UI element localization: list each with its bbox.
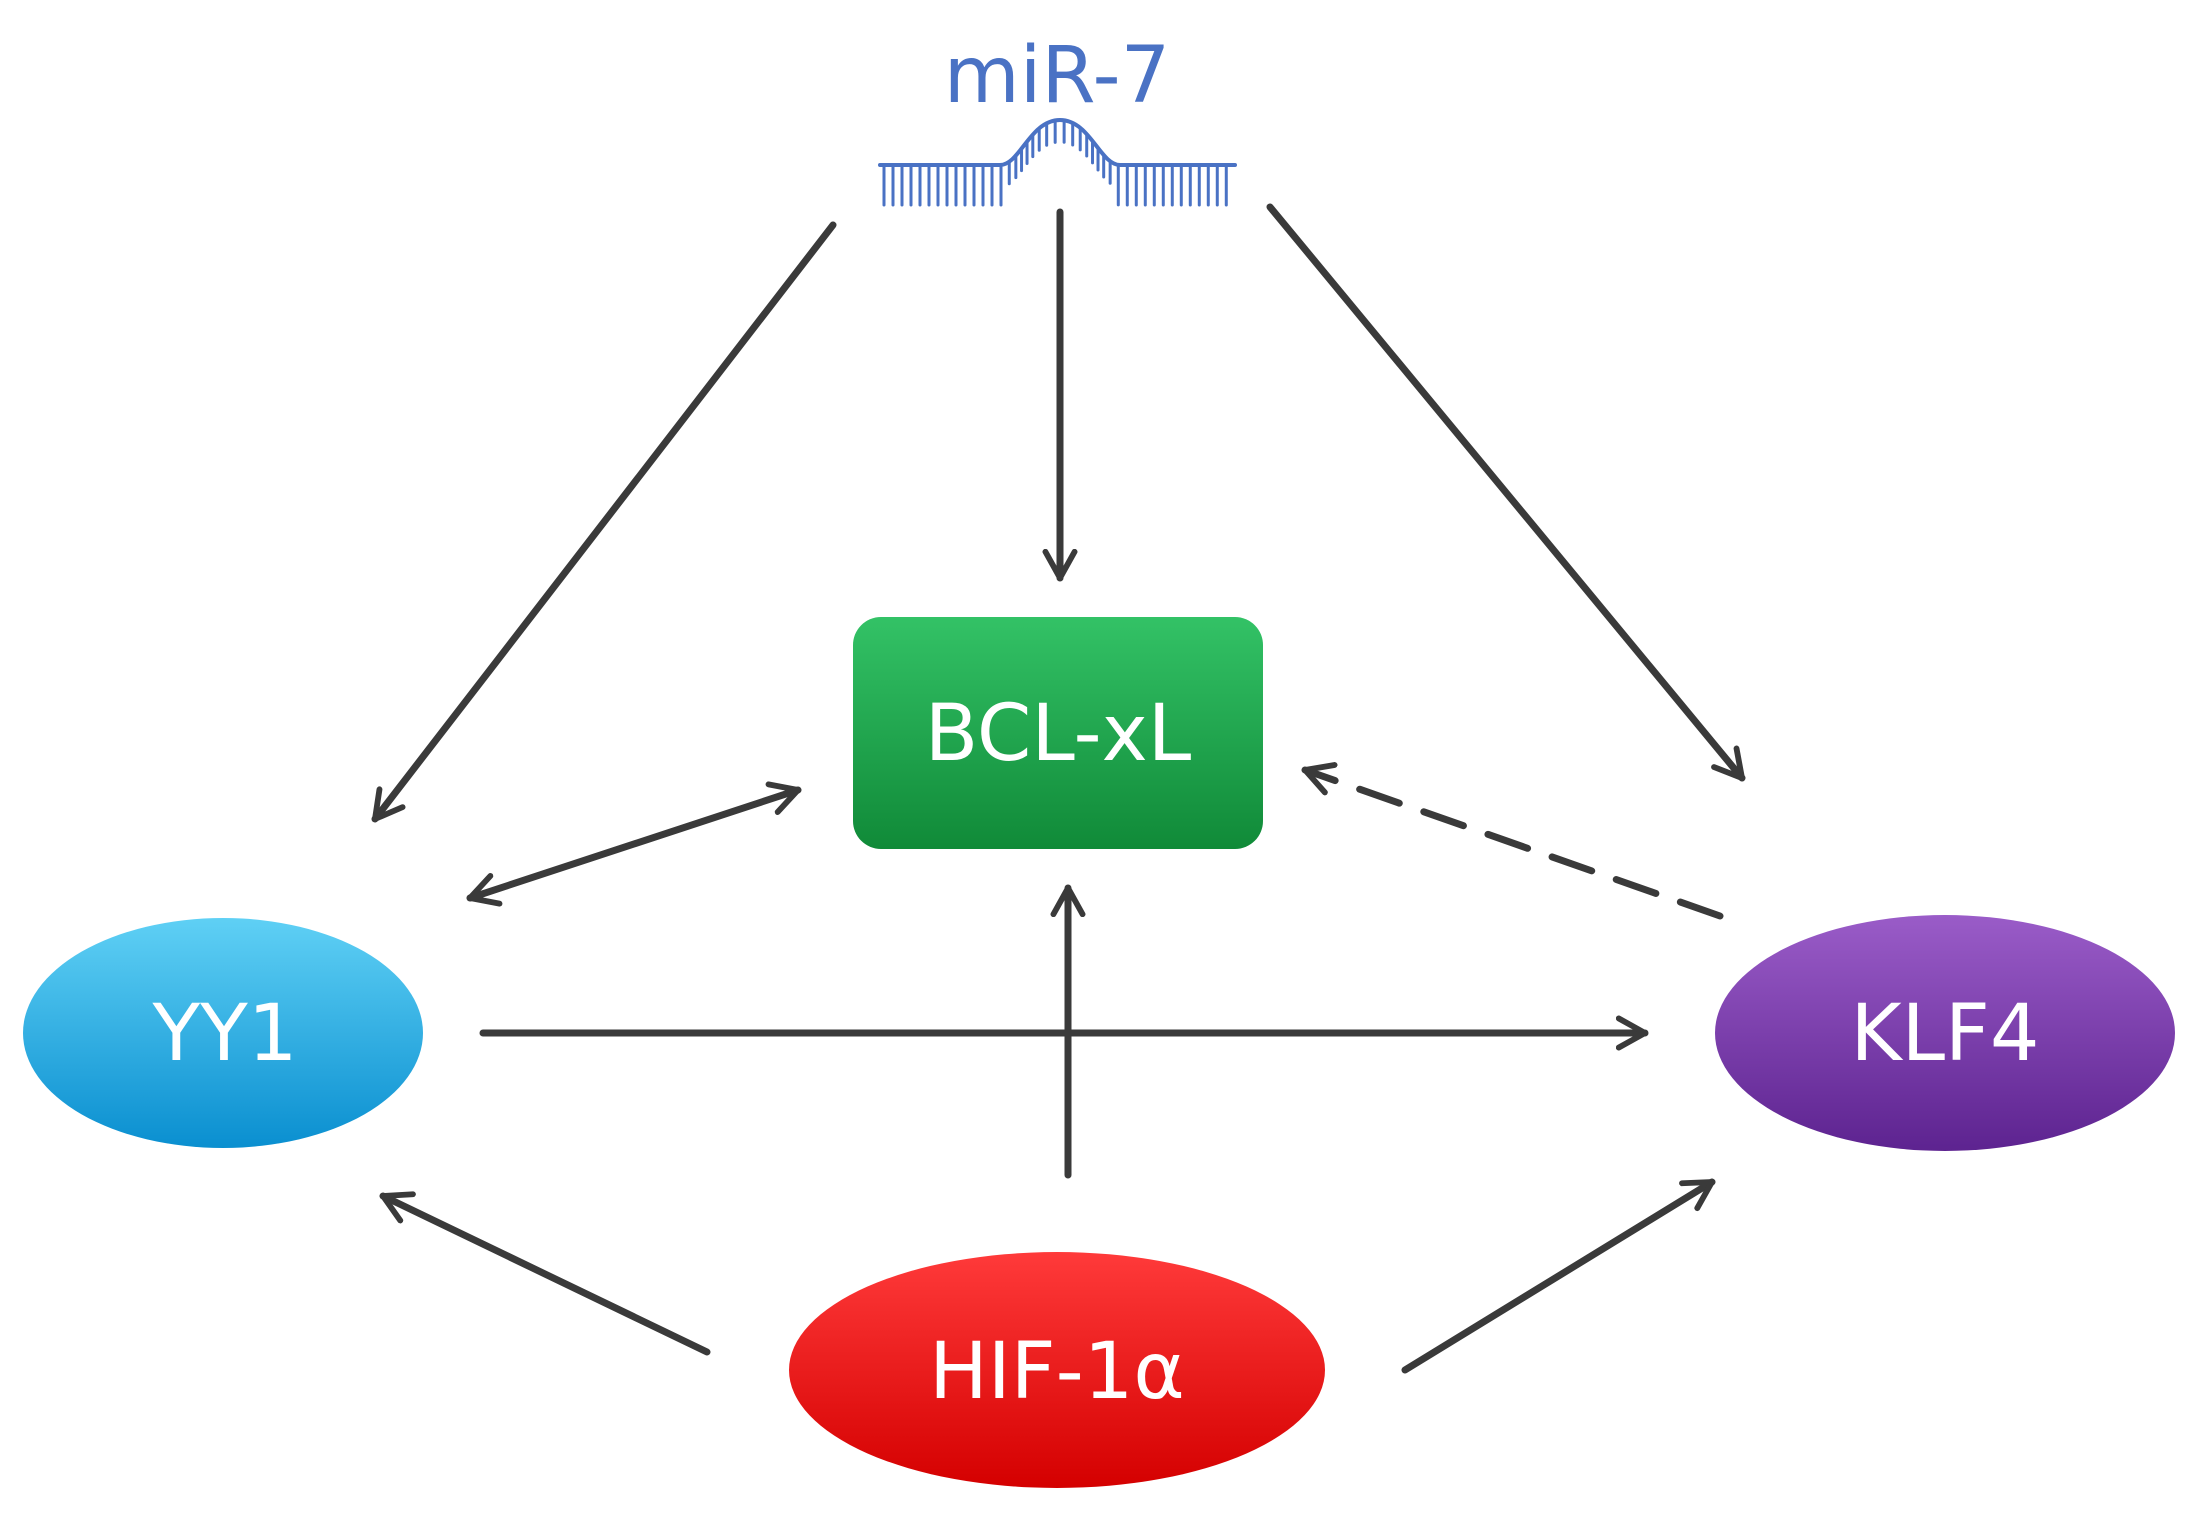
klf4-ellipse	[1715, 915, 2175, 1151]
edge-hif1a-to-klf4	[1401, 1178, 1716, 1374]
node-mir7: miR-7	[878, 31, 1237, 207]
mir7-label: miR-7	[944, 31, 1170, 121]
node-hif1a: HIF-1α	[789, 1252, 1325, 1488]
edge-hif1a-to-yy1	[379, 1191, 711, 1356]
edge-klf4-to-bclxl-dashed	[1301, 762, 1724, 920]
edge-yy1-bclxl-bidirectional	[466, 781, 802, 907]
yy1-label: YY1	[152, 989, 298, 1079]
hif1a-ellipse	[789, 1252, 1325, 1488]
edge-mir7-to-yy1	[371, 221, 837, 823]
node-bclxl: BCL-xL	[853, 617, 1263, 849]
klf4-label: KLF4	[1850, 989, 2039, 1079]
edge-mir7-to-klf4	[1266, 203, 1746, 782]
hif1a-label: HIF-1α	[929, 1327, 1185, 1417]
edges	[371, 203, 1746, 1374]
yy1-ellipse	[23, 918, 423, 1148]
bclxl-box	[853, 617, 1263, 849]
node-yy1: YY1	[23, 918, 423, 1148]
node-klf4: KLF4	[1715, 915, 2175, 1151]
bclxl-label: BCL-xL	[925, 689, 1192, 779]
mirna-hairpin-icon	[878, 117, 1237, 207]
